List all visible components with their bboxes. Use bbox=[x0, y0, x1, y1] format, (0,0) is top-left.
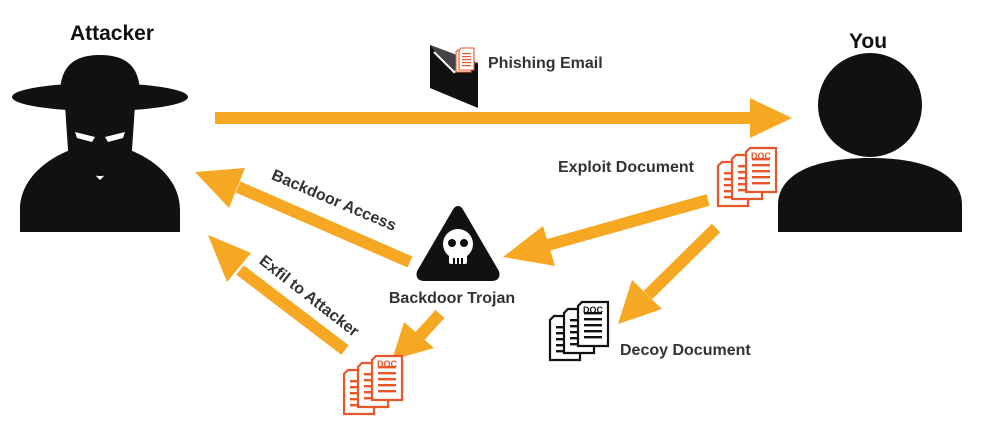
phishing-doc-icon bbox=[455, 47, 475, 73]
decoy-document-icon: DOC bbox=[548, 300, 610, 362]
decoy-doc-tag: DOC bbox=[583, 305, 604, 315]
arrow-exploit-to-decoy bbox=[618, 223, 721, 324]
user-silhouette-icon bbox=[778, 53, 962, 232]
attacker-label: Attacker bbox=[70, 22, 154, 45]
phishing-email-label: Phishing Email bbox=[488, 55, 603, 72]
arrow-phishing bbox=[215, 98, 792, 138]
exploit-document-label: Exploit Document bbox=[558, 159, 695, 176]
arrow-trojan-to-exfil bbox=[392, 309, 445, 360]
exploit-document-icon: DOC bbox=[716, 146, 778, 208]
attacker-eyes bbox=[75, 132, 125, 142]
decoy-document-label: Decoy Document bbox=[620, 342, 751, 359]
arrow-exploit-to-trojan bbox=[503, 194, 710, 266]
attacker-silhouette-icon bbox=[12, 55, 188, 232]
skull-icon bbox=[416, 206, 500, 281]
exfil-document-icon: DOC bbox=[342, 354, 404, 416]
exfil-doc-tag: DOC bbox=[377, 359, 398, 369]
exploit-doc-tag: DOC bbox=[751, 151, 772, 161]
arrow-exfil-to-attacker bbox=[208, 235, 349, 355]
you-label: You bbox=[849, 30, 887, 53]
arrow-backdoor-access bbox=[195, 168, 413, 268]
backdoor-trojan-label: Backdoor Trojan bbox=[389, 290, 515, 307]
